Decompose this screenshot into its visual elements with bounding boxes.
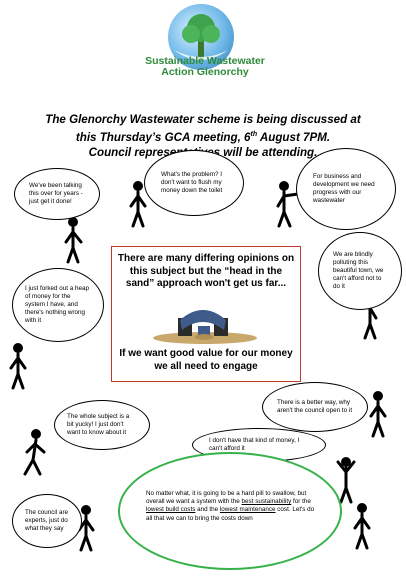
speech-bubble-7: The whole subject is a bit yucky! I just… [54,400,150,450]
figure-right-worried [336,457,356,504]
headline-line-2-text: this Thursday’s GCA meeting, 6 [75,130,251,144]
bubble-4-text: We are blindly polluting this beautiful … [333,251,384,290]
bubble-5-text: I just forked out a heap of money for th… [25,285,90,324]
bubble-8-text: I don't have that kind of money, I can't… [209,437,300,452]
figure-left [9,343,27,390]
logo-line-1: Sustainable Wastewater [145,55,265,67]
bubble-3-text: For business and development we need pro… [313,173,375,204]
bubble-9-text: The council are experts, just do what th… [25,509,69,532]
center-message-top: There are many differing opinions on thi… [116,253,296,291]
speech-bubble-9: The council are experts, just do what th… [12,494,82,548]
figure-right-lower [369,391,387,438]
center-top-tail: won't get us far... [202,278,287,289]
center-top-text: There are many differing opinions on thi… [117,253,295,289]
speech-bubble-4: We are blindly polluting this beautiful … [318,232,402,310]
green-text-part-1: No matter what, it is going to be a hard… [146,490,307,506]
figure-upper-left [64,217,83,264]
bubble-2-text: What's the problem? I don't want to flus… [161,171,223,194]
figure-left-walking [23,429,46,476]
figure-top-right [276,181,300,228]
green-text-sustainability: best sustainability [241,498,292,506]
bubble-7-text: The whole subject is a bit yucky! I just… [67,413,130,436]
green-text-build-costs: lowest build costs [146,506,196,514]
center-message-bottom: If we want good value for our money we a… [119,348,293,372]
figure-top [129,181,147,228]
center-top-approach: approach [157,278,203,289]
green-speech-bubble [118,452,342,570]
logo-line-2: Action Glenorchy [161,66,249,78]
speech-bubble-3: For business and development we need pro… [296,148,396,230]
green-text-part-4: cost. Let's do all that we can to bring … [146,506,315,522]
speech-bubble-6: There is a better way, why aren't the co… [262,382,368,432]
logo-emblem [168,4,234,70]
figure-bottom-right [353,503,371,550]
green-text-part-3: and the [195,506,220,514]
tree-icon [174,14,228,60]
logo-title: Sustainable Wastewater Action Glenorchy [100,56,310,78]
speech-bubble-2: What's the problem? I don't want to flus… [144,150,244,216]
green-text-part-2: for the [291,498,311,506]
bubble-6-text: There is a better way, why aren't the co… [277,399,353,414]
speech-bubble-1: We've been talking this over for years -… [14,168,100,220]
head-in-sand-illustration [153,310,257,344]
meeting-headline: The Glenorchy Wastewater scheme is being… [20,112,386,160]
bubble-1-text: We've been talking this over for years -… [29,182,83,205]
headline-line-2: this Thursday’s GCA meeting, 6th August … [20,127,386,145]
speech-bubble-5: I just forked out a heap of money for th… [12,268,104,342]
green-text-maintenance: lowest maintenance [219,506,276,514]
headline-line-2-tail: August 7PM. [257,130,331,144]
headline-line-1: The Glenorchy Wastewater scheme is being… [45,113,361,126]
figure-bottom-left [77,505,95,552]
headline-date-suffix: th [250,131,258,138]
green-bubble-text: No matter what, it is going to be a hard… [146,490,318,523]
